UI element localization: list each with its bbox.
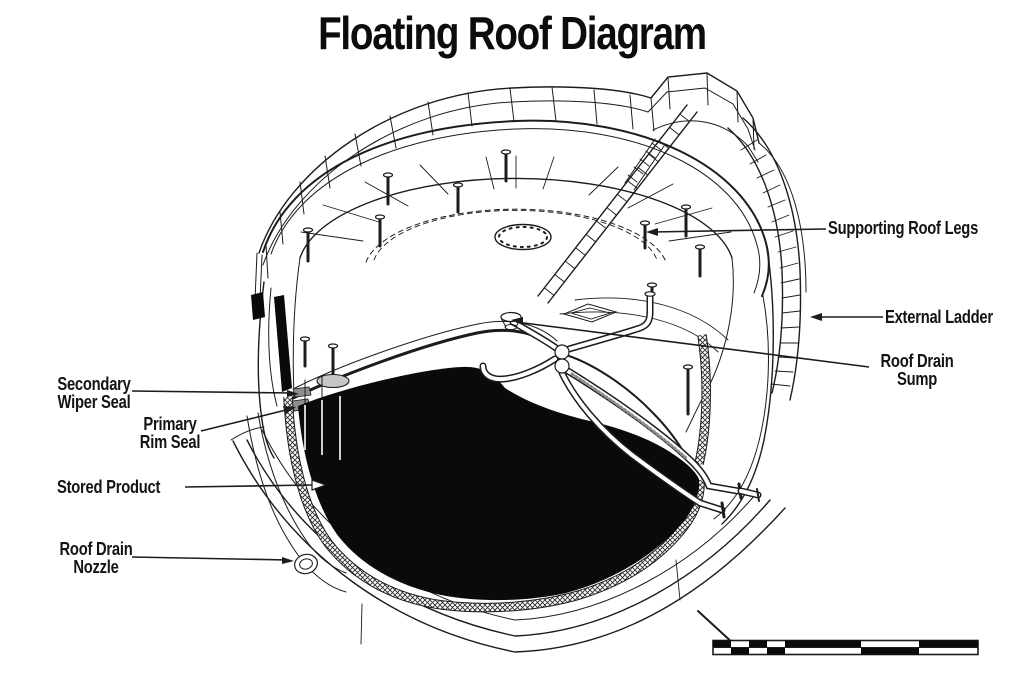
access-platform (624, 72, 807, 293)
label-primary-rim-seal: Primary Rim Seal (121, 415, 219, 451)
label-supporting-roof-legs: Supporting Roof Legs (828, 219, 978, 237)
label-line: Supporting Roof Legs (828, 218, 979, 238)
roof-drain-nozzle-part (294, 553, 318, 575)
label-line: Primary (143, 414, 197, 434)
label-line: Stored Product (57, 477, 161, 497)
label-roof-drain-nozzle: Roof Drain Nozzle (47, 540, 145, 576)
label-line: Roof Drain (880, 351, 954, 371)
leader-stored-product (184, 484, 313, 488)
diagram-title: Floating Roof Diagram (318, 7, 707, 59)
drain-swivel-joint (554, 344, 570, 360)
label-line: Sump (896, 369, 938, 389)
leader-roof-drain-nozzle (131, 556, 289, 561)
leader-secondary-wiper-seal (131, 390, 294, 394)
label-line: External Ladder (885, 307, 993, 327)
leader-supporting-roof-legs (651, 228, 827, 233)
perimeter-railing (251, 86, 655, 320)
leader-primary-rim-seal (200, 408, 291, 432)
leader-lines (131, 228, 883, 564)
external-ladder (727, 117, 802, 401)
roof-legs (299, 149, 706, 416)
label-external-ladder: External Ladder (885, 308, 993, 326)
label-secondary-wiper-seal: Secondary Wiper Seal (45, 375, 143, 411)
shell-lining (283, 334, 711, 613)
label-roof-drain-sump: Roof Drain Sump (868, 352, 966, 388)
secondary-wiper-seal-part (292, 386, 312, 398)
roof-manhole (494, 223, 552, 251)
scale-bar (712, 639, 979, 656)
rolling-ladder (537, 104, 698, 304)
drain-swivel-joint (554, 358, 570, 374)
deck-hatch (562, 303, 618, 323)
label-line: Secondary (57, 374, 131, 394)
label-line: Rim Seal (139, 432, 201, 452)
roof-leg-foot-pad (316, 373, 350, 389)
tank-base (230, 412, 786, 653)
tank-rim (262, 119, 770, 297)
leader-roof-drain-sump (515, 321, 870, 368)
label-stored-product: Stored Product (57, 478, 160, 496)
label-line: Nozzle (73, 557, 119, 577)
roof-drain-piping (479, 291, 762, 519)
label-line: Wiper Seal (57, 392, 131, 412)
label-line: Roof Drain (59, 539, 133, 559)
